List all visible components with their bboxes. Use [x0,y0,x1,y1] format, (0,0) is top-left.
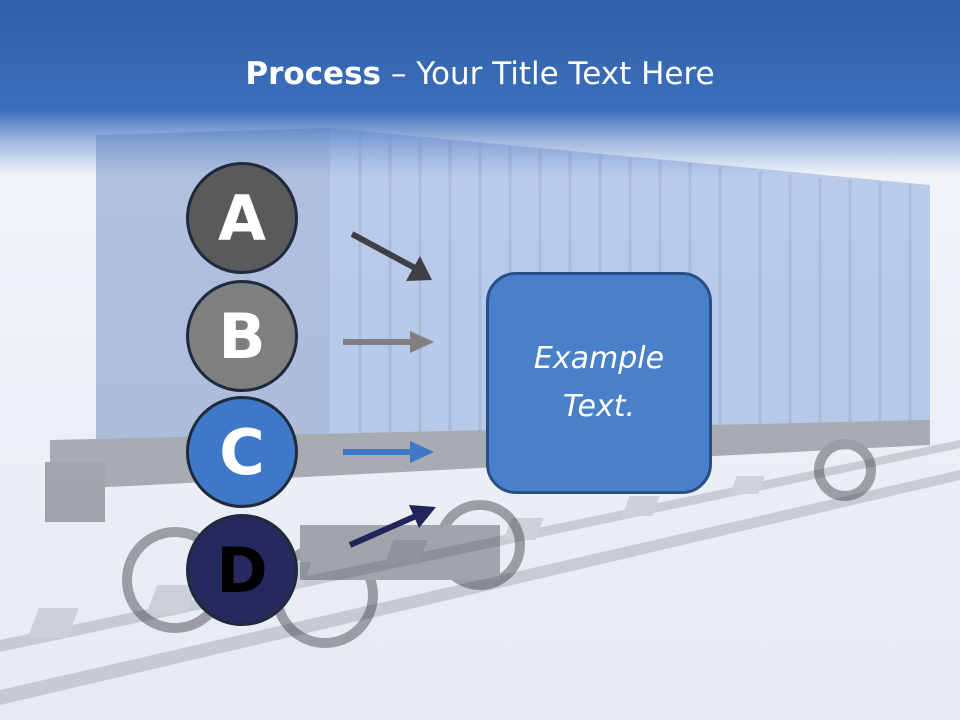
step-b-letter: B [218,299,266,373]
title-rest: – Your Title Text Here [381,56,715,92]
step-b-circle[interactable]: B [186,280,298,392]
title-banner [0,0,960,175]
step-c-letter: C [219,415,265,489]
example-text-box[interactable]: Example Text. [486,272,712,494]
step-d-letter: D [216,533,268,607]
step-a-letter: A [218,181,266,255]
step-c-circle[interactable]: C [186,396,298,508]
slide-title[interactable]: Process – Your Title Text Here [0,52,960,96]
step-a-circle[interactable]: A [186,162,298,274]
step-d-circle[interactable]: D [186,514,298,626]
example-text: Example Text. [533,341,665,424]
title-bold: Process [245,56,381,92]
